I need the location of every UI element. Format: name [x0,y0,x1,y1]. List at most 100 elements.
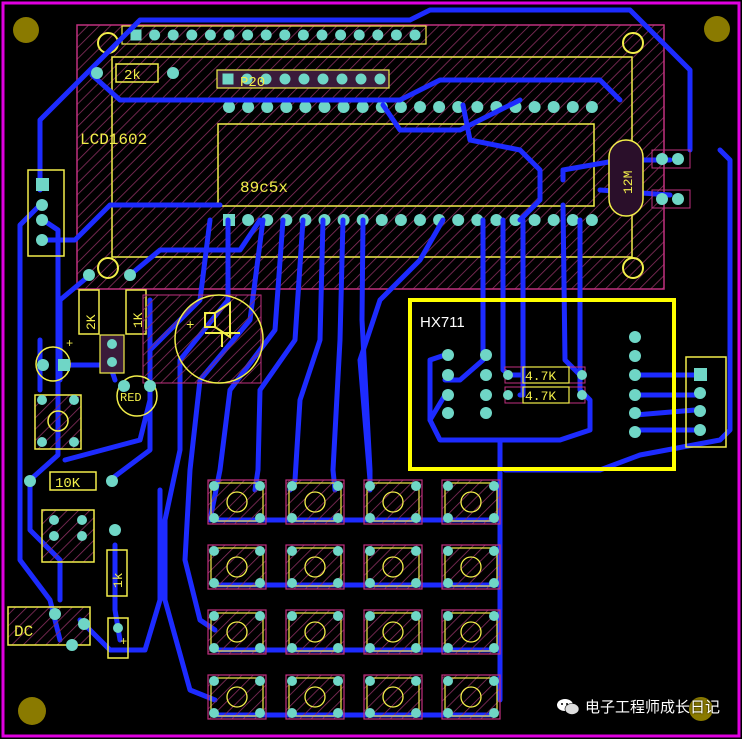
hx711-left-pins [442,349,492,419]
pad [242,214,255,226]
pad [528,214,541,226]
pad [317,73,329,85]
keypad-key [363,674,423,720]
svg-text:+: + [186,318,194,334]
pad [149,29,161,41]
pad [480,407,492,419]
resistor-1k-bottom-label: 1k [111,572,126,588]
resistor-10k: 10K [24,471,118,492]
pad [547,214,560,226]
pad [356,101,369,113]
mount-hole-top-right [704,16,730,42]
keypad-key [207,674,267,720]
pad [353,29,365,41]
pad [629,350,641,362]
pad [442,389,454,401]
pad [279,29,291,41]
pad [337,101,350,113]
pad [566,101,579,113]
keypad-key [207,609,267,655]
svg-text:+: + [66,337,73,351]
pad [223,29,235,41]
pad [299,101,312,113]
pad [528,101,541,113]
pad [452,214,465,226]
indicator-led: + [107,617,129,659]
transistor-footprint [99,334,125,374]
keypad-key [363,544,423,590]
pad [414,101,426,113]
pad [629,389,641,401]
pad [629,369,641,381]
watermark-text: 电子工程师成长日记 [584,698,720,716]
buzzer: + [142,294,264,384]
pad [375,214,388,226]
p20-label: P20 [240,75,265,91]
keypad-key [441,544,501,590]
svg-text:+: + [120,635,127,649]
keypad-key [363,479,423,525]
mount-holes [13,16,730,725]
pad [480,389,492,401]
mount-hole-bottom-left [18,697,46,725]
mount-hole-bottom-right [689,697,713,721]
pad [242,29,254,41]
right-connector [685,356,727,448]
p20-header-pins [222,73,386,85]
pad [297,29,309,41]
reset-button [34,394,82,450]
pad [394,214,407,226]
watermark: 电子工程师成长日记 [556,696,720,717]
pad [222,73,234,85]
pad [490,214,503,226]
hx711-module: HX711 4.7K 4.7K [408,298,676,471]
pad [355,73,367,85]
left-connector [27,169,65,257]
lcd-mount-hole [622,257,644,279]
pad [442,369,454,381]
lcd-label: LCD1602 [80,131,147,149]
resistor-2k-left-label: 2K [84,314,99,330]
hx711-highlight-box [408,298,676,471]
pad [204,29,216,41]
pad [336,73,348,85]
pad [318,101,331,113]
pad [409,29,421,41]
red-led: RED [116,375,158,417]
resistor-4-7k-a: 4.7K [503,366,587,384]
pad [585,101,598,113]
wechat-icon [556,698,580,716]
pad [280,101,293,113]
pad [480,349,492,361]
pad [260,29,272,41]
keypad-4x4 [207,479,501,720]
speaker-icon [204,301,240,347]
pad [279,73,291,85]
keypad-key [285,674,345,720]
keypad-key [441,609,501,655]
pad [629,426,641,438]
hx711-right-pins [629,331,641,438]
pad [394,101,407,113]
pad [471,214,484,226]
pad [471,101,484,113]
keypad-key [441,479,501,525]
pad [442,407,454,419]
pad [374,73,386,85]
resistor-1k-left: 1K [124,269,147,335]
resistor-2k-top: 2k [91,63,179,84]
pad [223,101,235,113]
pad [316,29,328,41]
pad [433,101,446,113]
pad [414,214,426,226]
pad [167,29,179,41]
keypad-key [285,609,345,655]
lcd-header-pins [130,29,421,41]
left-connector-pins [36,178,49,246]
keypad-key [285,479,345,525]
power-led: + [35,337,73,382]
hx711-label: HX711 [420,314,465,331]
pad [260,73,272,85]
power-switch [41,509,95,563]
resistor-1k-bottom: 1k [106,524,128,597]
